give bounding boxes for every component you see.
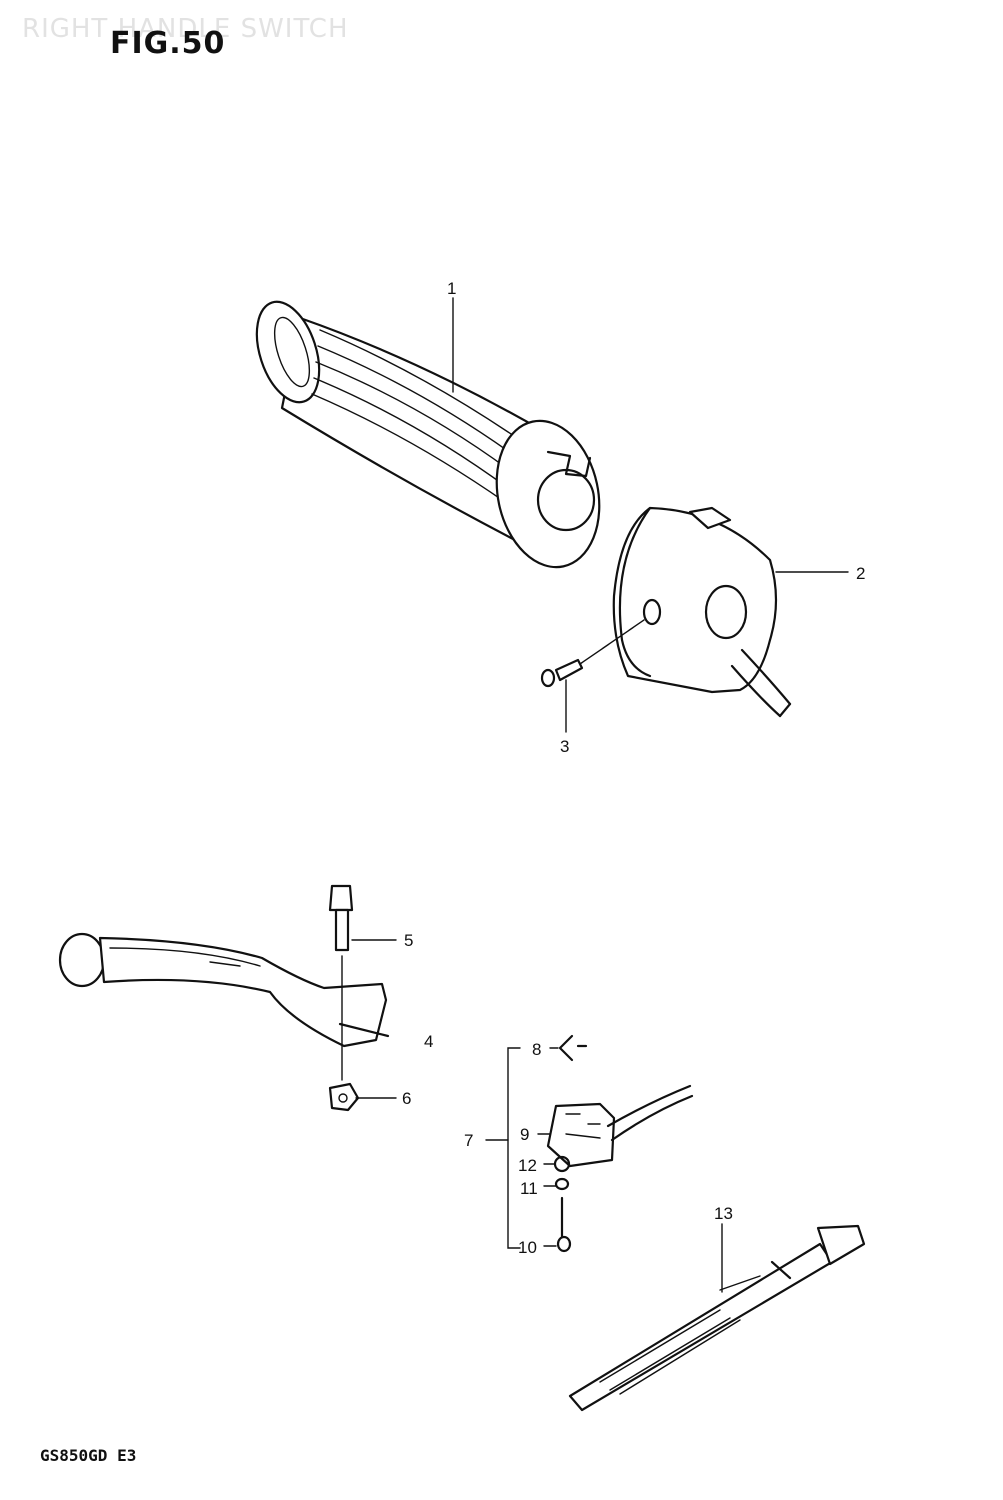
callout-10: 10: [518, 1238, 537, 1257]
cable-tie: [568, 1224, 866, 1412]
stop-switch-assembly: [485, 1034, 694, 1253]
callout-12: 12: [518, 1156, 537, 1175]
model-code: GS850GD E3: [40, 1446, 137, 1465]
callout-5: 5: [404, 931, 413, 950]
switch-housing: [612, 506, 792, 718]
callout-13: 13: [714, 1204, 733, 1223]
callout-9: 9: [520, 1125, 529, 1144]
figure-title: FIG.50: [110, 26, 226, 61]
callout-2: 2: [856, 564, 865, 583]
pivot-nut: [328, 1082, 360, 1112]
throttle-grip: [255, 300, 601, 569]
pivot-bolt: [328, 884, 354, 1081]
callout-8: 8: [532, 1040, 541, 1059]
callout-numbers: 1 2 3 4 5 6 7 8 9 10 11 12 13: [402, 279, 865, 1257]
callout-7: 7: [464, 1131, 473, 1150]
screw: [540, 619, 645, 688]
callout-4: 4: [424, 1032, 433, 1051]
brake-lever: [58, 932, 390, 1048]
callout-1: 1: [447, 279, 456, 298]
section-watermark: RIGHT HANDLE SWITCH: [22, 14, 349, 44]
callout-6: 6: [402, 1089, 411, 1108]
leader-lines: [351, 297, 849, 1293]
callout-3: 3: [560, 737, 569, 756]
callout-11: 11: [520, 1179, 538, 1198]
